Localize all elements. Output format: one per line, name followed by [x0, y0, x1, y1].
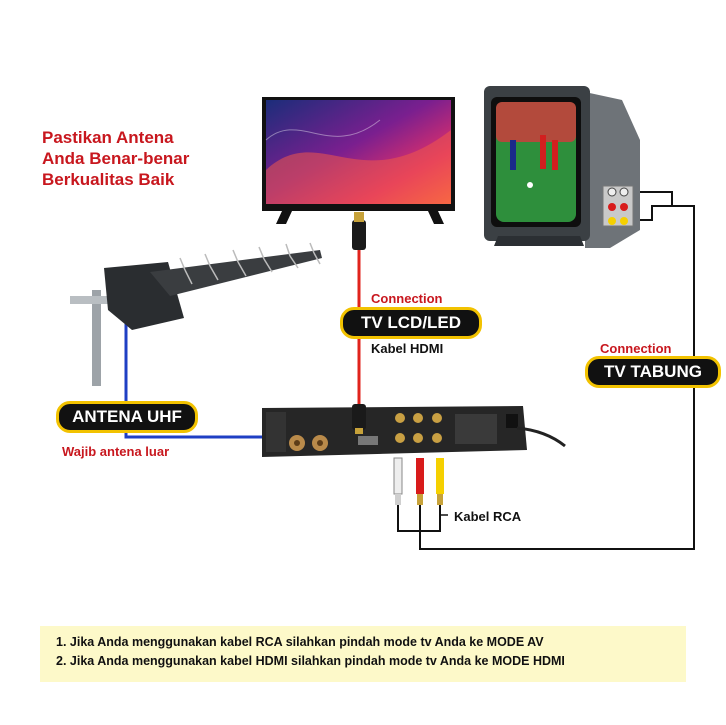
antenna-cable — [124, 318, 290, 439]
instructions-box: 1. Jika Anda menggunakan kabel RCA silah… — [40, 626, 686, 682]
connection-label-lcd: Connection — [371, 291, 443, 306]
lcd-tv — [262, 97, 455, 224]
connection-label-tabung: Connection — [600, 341, 672, 356]
title-line-2: Anda Benar-benar — [42, 149, 190, 168]
title-line-1: Pastikan Antena — [42, 128, 174, 147]
pill-tv-tabung: TV TABUNG — [585, 356, 721, 388]
instruction-2: 2. Jika Anda menggunakan kabel HDMI sila… — [56, 654, 565, 668]
pill-antena-uhf: ANTENA UHF — [56, 401, 198, 433]
pill-tv-lcd-led: TV LCD/LED — [340, 307, 482, 339]
kabel-hdmi-label: Kabel HDMI — [371, 341, 444, 356]
rca-tabung-cable — [397, 191, 695, 550]
wajib-antena-label: Wajib antena luar — [62, 444, 170, 459]
set-top-box — [262, 406, 566, 457]
crt-tv — [484, 86, 640, 248]
hdmi-plug-box — [352, 404, 366, 434]
rca-plugs — [393, 457, 444, 505]
kabel-rca-label: Kabel RCA — [454, 509, 522, 524]
instruction-1: 1. Jika Anda menggunakan kabel RCA silah… — [56, 635, 544, 649]
title-line-3: Berkualitas Baik — [42, 170, 175, 189]
uhf-antenna — [70, 242, 322, 386]
hdmi-plug-tv — [352, 212, 366, 250]
